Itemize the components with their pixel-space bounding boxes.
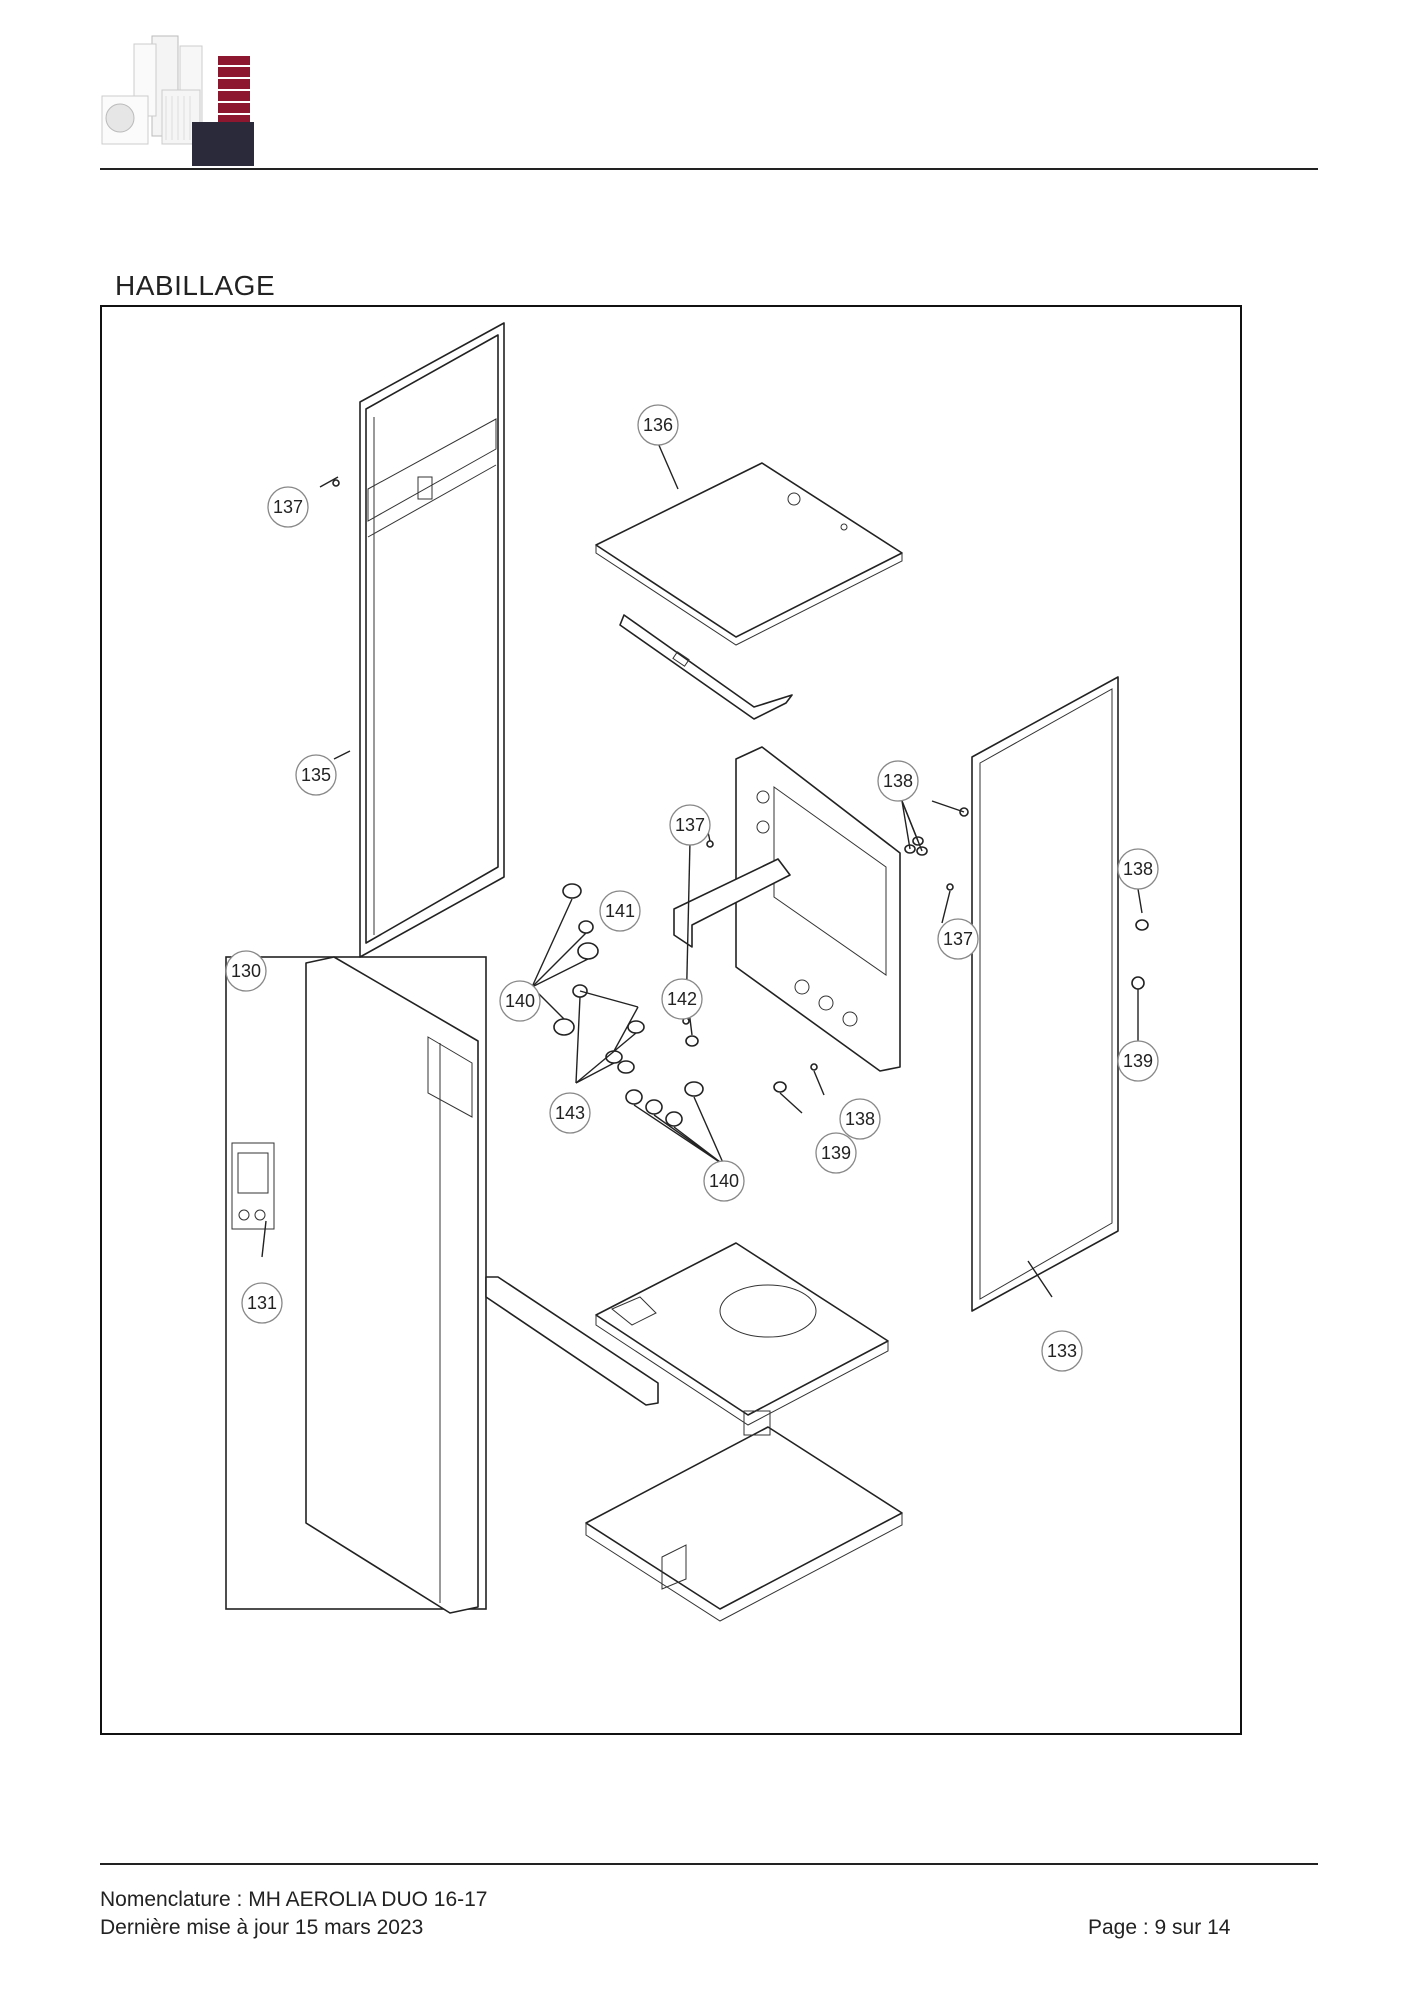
svg-text:135: 135 (301, 765, 331, 785)
part-130-front-door (225, 956, 487, 1614)
footer-document-name: Nomenclature : MH AEROLIA DUO 16-17 (100, 1888, 488, 1911)
svg-text:130: 130 (231, 961, 261, 981)
callout-138: 138 (1117, 848, 1159, 890)
svg-text:138: 138 (1123, 859, 1153, 879)
callout-140: 140 (703, 1160, 745, 1202)
svg-text:137: 137 (943, 929, 973, 949)
callout-137: 137 (937, 918, 979, 960)
callout-141: 141 (599, 890, 641, 932)
callout-137: 137 (669, 804, 711, 846)
callout-130: 130 (225, 950, 267, 992)
svg-text:137: 137 (675, 815, 705, 835)
svg-text:138: 138 (845, 1109, 875, 1129)
callout-138: 138 (839, 1098, 881, 1140)
callout-138: 138 (877, 760, 919, 802)
callout-143: 143 (549, 1092, 591, 1134)
svg-text:140: 140 (709, 1171, 739, 1191)
floor-tray (595, 1242, 889, 1426)
footer-last-update: Dernière mise à jour 15 mars 2023 (100, 1916, 424, 1939)
section-title: HABILLAGE (115, 270, 276, 301)
footer-page-number: Page : 9 sur 14 (1088, 1916, 1231, 1939)
callout-131: 131 (241, 1282, 283, 1324)
part-135-rear-panel (359, 322, 505, 958)
callout-139: 139 (815, 1132, 857, 1174)
callout-140: 140 (499, 980, 541, 1022)
svg-text:140: 140 (505, 991, 535, 1011)
exploded-view-frame: 136 137 135 138 137 138 141 137 130 140 … (100, 305, 1242, 1735)
part-136-top-cover (595, 462, 903, 646)
svg-text:137: 137 (273, 497, 303, 517)
central-frame-plate (673, 746, 901, 1072)
header-rule (100, 168, 1318, 170)
callout-137: 137 (267, 486, 309, 528)
svg-text:138: 138 (883, 771, 913, 791)
callout-135: 135 (295, 754, 337, 796)
base-plate (585, 1410, 903, 1622)
svg-text:141: 141 (605, 901, 635, 921)
footer-rule (100, 1863, 1318, 1865)
callout-139: 139 (1117, 1040, 1159, 1082)
front-base-rail (485, 1276, 659, 1406)
svg-text:143: 143 (555, 1103, 585, 1123)
svg-text:139: 139 (821, 1143, 851, 1163)
svg-text:133: 133 (1047, 1341, 1077, 1361)
leader-lines (261, 442, 1143, 1298)
svg-text:131: 131 (247, 1293, 277, 1313)
product-range-logo (101, 35, 254, 166)
svg-text:139: 139 (1123, 1051, 1153, 1071)
fittings (332, 479, 1149, 1127)
svg-text:136: 136 (643, 415, 673, 435)
callout-136: 136 (637, 404, 679, 446)
front-top-bracket (619, 614, 793, 720)
svg-text:142: 142 (667, 989, 697, 1009)
part-133-side-panel (971, 676, 1119, 1312)
exploded-view-diagram: 136 137 135 138 137 138 141 137 130 140 … (225, 322, 1159, 1622)
callout-142: 142 (661, 978, 703, 1020)
callout-133: 133 (1041, 1330, 1083, 1372)
